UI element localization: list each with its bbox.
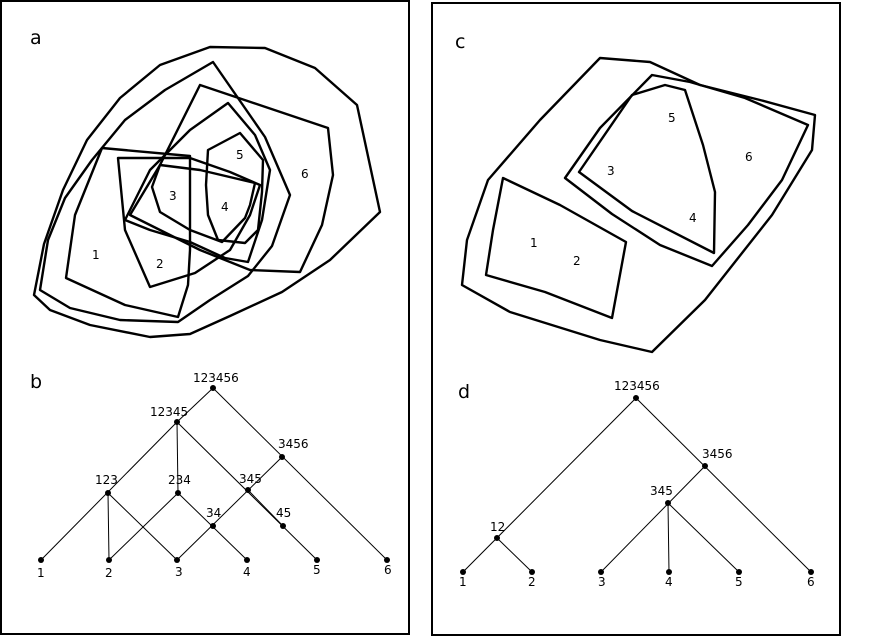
label-d-1: 1 — [459, 575, 467, 589]
label-b-12345: 12345 — [150, 405, 188, 419]
node-d-123456 — [633, 395, 639, 401]
label-d-4: 4 — [665, 575, 673, 589]
region-a-1: 1 — [92, 248, 100, 262]
panel-d-edges — [462, 397, 812, 573]
label-b-4: 4 — [243, 565, 251, 579]
node-d-2 — [529, 569, 535, 575]
node-b-345 — [245, 487, 251, 493]
curve-12345 — [38, 60, 292, 324]
label-b-45: 45 — [276, 506, 291, 520]
label-d-3456: 3456 — [702, 447, 733, 461]
node-b-6 — [384, 557, 390, 563]
panel-label-b: b — [30, 371, 42, 393]
label-b-1: 1 — [37, 566, 45, 580]
region-c-1: 1 — [530, 236, 538, 250]
label-d-2: 2 — [528, 575, 536, 589]
label-d-6: 6 — [807, 575, 815, 589]
label-d-12: 12 — [490, 520, 505, 534]
node-d-3 — [598, 569, 604, 575]
node-b-45 — [280, 523, 286, 529]
label-b-123: 123 — [95, 473, 118, 487]
node-d-3456 — [702, 463, 708, 469]
curve-c-345 — [577, 83, 717, 255]
panel-d-nodes — [460, 395, 814, 575]
label-d-3: 3 — [598, 575, 606, 589]
region-c-4: 4 — [689, 211, 697, 225]
curve-c-3456 — [563, 73, 810, 268]
node-d-5 — [736, 569, 742, 575]
panel-label-c: c — [455, 31, 465, 53]
curve-345 — [123, 101, 272, 264]
label-b-345: 345 — [239, 472, 262, 486]
panel-a-curves — [32, 45, 382, 339]
node-b-123 — [105, 490, 111, 496]
panel-label-d: d — [458, 381, 470, 403]
node-b-5 — [314, 557, 320, 563]
panel-c-curves — [460, 56, 817, 354]
node-b-4 — [244, 557, 250, 563]
node-b-123456 — [210, 385, 216, 391]
node-d-1 — [460, 569, 466, 575]
label-b-5: 5 — [313, 563, 321, 577]
curve-123456 — [32, 45, 382, 339]
node-d-345 — [665, 500, 671, 506]
region-c-3: 3 — [607, 164, 615, 178]
node-b-1 — [38, 557, 44, 563]
label-b-6: 6 — [384, 563, 392, 577]
region-a-3: 3 — [169, 189, 177, 203]
label-b-2: 2 — [105, 566, 113, 580]
region-c-6: 6 — [745, 150, 753, 164]
curve-34 — [150, 163, 257, 244]
curve-45 — [204, 131, 265, 245]
label-b-3: 3 — [175, 565, 183, 579]
node-d-6 — [808, 569, 814, 575]
node-d-12 — [494, 535, 500, 541]
node-b-3456 — [279, 454, 285, 460]
label-b-3456: 3456 — [278, 437, 309, 451]
region-a-4: 4 — [221, 200, 229, 214]
right-panel-frame — [431, 2, 841, 636]
node-b-34 — [210, 523, 216, 529]
label-b-234: 234 — [168, 473, 191, 487]
node-b-2 — [106, 557, 112, 563]
curve-c-12 — [484, 176, 628, 320]
panel-label-a: a — [30, 27, 42, 49]
region-a-2: 2 — [156, 257, 164, 271]
node-b-234 — [175, 490, 181, 496]
region-a-5: 5 — [236, 148, 244, 162]
panel-b-edges — [40, 387, 388, 561]
region-a-6: 6 — [301, 167, 309, 181]
node-b-12345 — [174, 419, 180, 425]
node-d-4 — [666, 569, 672, 575]
label-d-123456: 123456 — [614, 379, 660, 393]
label-b-34: 34 — [206, 506, 221, 520]
node-b-3 — [174, 557, 180, 563]
region-c-5: 5 — [668, 111, 676, 125]
curve-c-123456 — [460, 56, 817, 354]
label-d-5: 5 — [735, 575, 743, 589]
label-b-123456: 123456 — [193, 371, 239, 385]
region-c-2: 2 — [573, 254, 581, 268]
curve-234 — [116, 156, 262, 289]
curve-3456 — [128, 83, 335, 274]
panel-b-nodes — [38, 385, 390, 563]
label-d-345: 345 — [650, 484, 673, 498]
curve-123 — [64, 146, 192, 319]
